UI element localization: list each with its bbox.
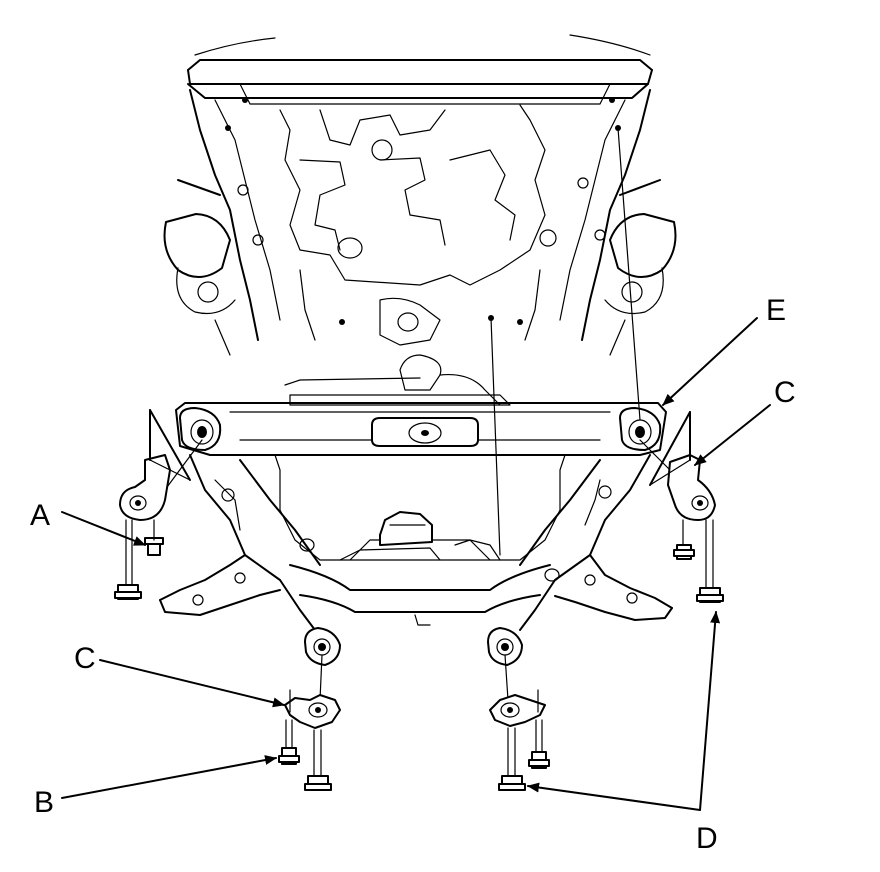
right-front-bracket — [649, 411, 716, 521]
left-front-bracket — [119, 409, 191, 521]
leader-lines — [61, 317, 771, 811]
bolt-rear-right-long — [498, 727, 526, 791]
label-c-right: C — [774, 376, 796, 409]
rear-right-bracket — [489, 689, 546, 727]
label-c-left: C — [74, 642, 96, 675]
bolt-rear-left-long — [304, 729, 332, 791]
bolt-a — [144, 519, 164, 556]
front-subframe — [159, 354, 673, 666]
rear-left-bracket — [284, 689, 341, 729]
bolt-b — [278, 719, 300, 765]
label-d: D — [696, 822, 718, 855]
label-b: B — [34, 786, 54, 819]
bolt-rear-right-short — [528, 719, 550, 769]
bolt-right-long — [696, 519, 724, 603]
label-a: A — [30, 499, 50, 532]
bolt-left-long — [114, 519, 142, 600]
engine-compartment — [163, 34, 677, 356]
label-e: E — [766, 294, 786, 327]
bolt-right-short — [673, 519, 695, 560]
alignment-lines — [149, 127, 701, 701]
